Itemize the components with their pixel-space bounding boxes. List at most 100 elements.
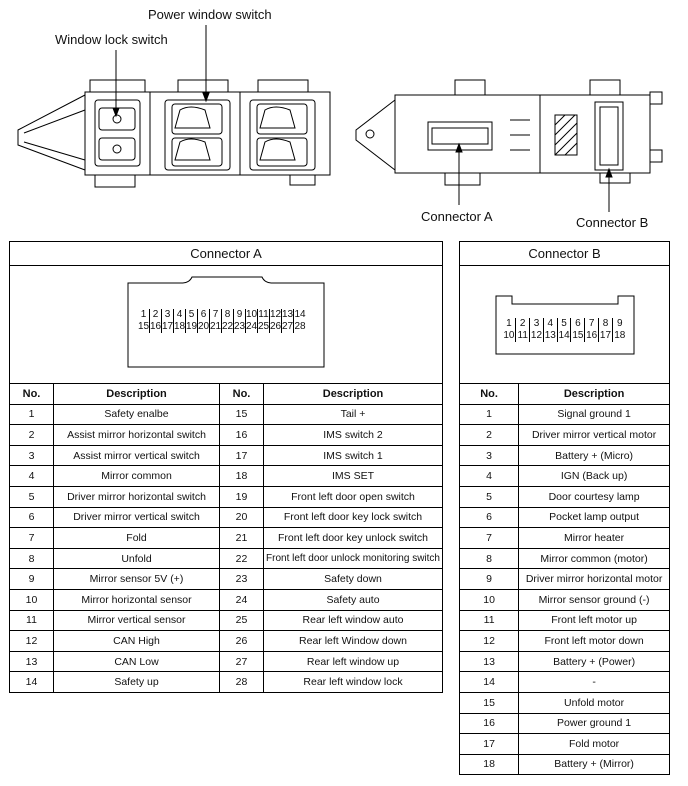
pin-number: 16 [586,329,600,342]
pin-description: Mirror sensor ground (-) [518,588,670,611]
pin-number: 1 [503,317,517,330]
pin-no: 18 [218,465,265,487]
pin-description: - [518,671,670,693]
pin-no: 4 [8,465,55,487]
pin-no: 1 [458,403,520,426]
pin-no: 25 [218,609,265,632]
pin-number: 13 [544,329,558,342]
pin-description: Safety up [53,671,220,693]
switch-front-view [17,79,331,188]
pin-no: 8 [458,547,520,570]
table-row: 14- [458,671,670,693]
pin-number: 12 [530,329,544,342]
pin-description: Fold [53,527,220,549]
pin-number: 3 [530,317,544,330]
pin-no: 7 [458,527,520,549]
pin-no: 6 [8,506,55,529]
pin-no: 12 [458,630,520,652]
pin-description: Mirror heater [518,527,670,549]
pin-no: 3 [458,444,520,467]
pin-no: 13 [8,650,55,673]
pin-no: 8 [8,547,55,570]
pin-number: 16 [150,320,162,333]
pin-number: 8 [222,308,234,321]
pin-description: Rear left window up [263,650,443,673]
pin-description: Mirror common [53,465,220,487]
pin-number: 27 [282,320,294,333]
pin-description: CAN Low [53,650,220,673]
pin-description: Front left door unlock monitoring switch [263,547,443,570]
pin-description: IGN (Back up) [518,465,670,487]
connector-a-outline [127,276,325,367]
pin-number: 5 [186,308,198,321]
pin-description: Driver mirror horizontal switch [53,485,220,508]
col-header-description: Description [518,383,670,405]
pin-description: Mirror vertical sensor [53,609,220,632]
pin-description: Safety enalbe [53,403,220,426]
pin-no: 17 [458,733,520,755]
connector-a-label: Connector A [421,209,493,224]
switch-assembly-illustration [17,25,663,212]
switch-rear-view [355,79,663,186]
pin-number: 3 [162,308,174,321]
pin-number: 17 [162,320,174,333]
pin-number: 1 [138,308,150,321]
connector-b-title: Connector B [459,241,670,266]
pin-description: Signal ground 1 [518,403,670,426]
pin-no: 12 [8,630,55,652]
pin-number: 8 [599,317,613,330]
pin-no: 21 [218,527,265,549]
pin-no: 11 [8,609,55,632]
pin-no: 22 [218,547,265,570]
pin-number: 4 [174,308,186,321]
pin-number: 5 [558,317,572,330]
pin-no: 9 [8,568,55,590]
pin-number: 11 [258,308,270,321]
pin-description: IMS SET [263,465,443,487]
pin-no: 5 [8,485,55,508]
pin-no: 3 [8,444,55,467]
connector-b-socket [594,101,624,171]
pin-description: Mirror common (motor) [518,547,670,570]
pin-number: 2 [516,317,531,330]
pin-description: Pocket lamp output [518,506,670,529]
pin-no: 28 [218,671,265,693]
pin-no: 4 [458,465,520,487]
pin-description: Battery + (Mirror) [518,753,670,776]
pin-description: Mirror sensor 5V (+) [53,568,220,590]
pin-number: 6 [198,308,210,321]
pin-description: Safety auto [263,588,443,611]
pin-number: 18 [614,329,626,341]
pin-number: 2 [150,308,162,321]
pin-no: 27 [218,650,265,673]
pin-number: 9 [234,308,246,321]
connector-a-socket [427,121,493,151]
pin-description: Power ground 1 [518,712,670,735]
connector-a-title: Connector A [9,241,443,266]
pin-number: 15 [138,320,150,333]
pin-number: 15 [572,329,586,342]
pin-description: Battery + (Power) [518,650,670,673]
pin-number: 10 [503,329,517,342]
pin-description: Battery + (Micro) [518,444,670,467]
pin-description: Front left motor down [518,630,670,652]
pin-description: Driver mirror vertical switch [53,506,220,529]
connector-b-label: Connector B [576,215,649,230]
pin-number: 13 [282,308,294,321]
